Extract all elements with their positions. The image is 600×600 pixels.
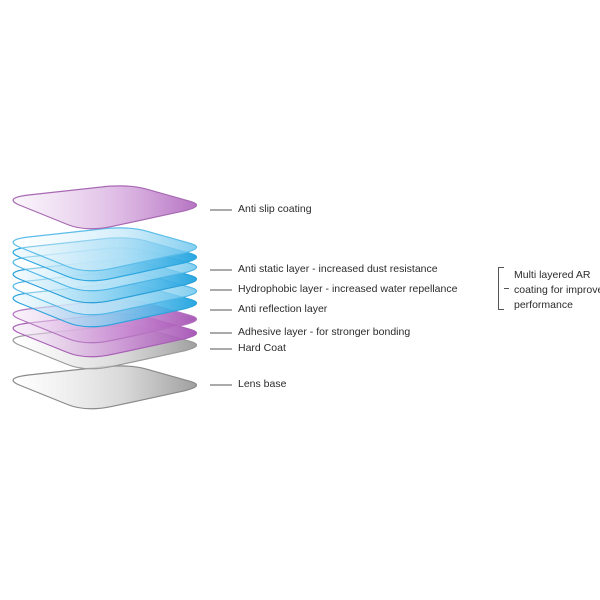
hard-coat-label: Hard Coat [238, 342, 286, 354]
group-label-line-3: performance [514, 299, 573, 311]
hydrophobic-layer-label: Hydrophobic layer - increased water repe… [238, 283, 458, 295]
group-bracket-tick [504, 288, 509, 289]
anti-static-layer-plate-upper [12, 227, 198, 272]
group-label-line-1: Multi layered AR [514, 269, 591, 281]
anti-static-layer-label: Anti static layer - increased dust resis… [238, 263, 438, 275]
anti-slip-coating-plate [12, 185, 198, 230]
lens-base-label: Lens base [238, 378, 287, 390]
anti-slip-coating-label: Anti slip coating [238, 203, 312, 215]
group-bracket [498, 267, 504, 310]
lens-base-plate [12, 365, 198, 410]
group-label-line-2: coating for improved [514, 284, 600, 296]
anti-reflection-layer-label: Anti reflection layer [238, 303, 328, 315]
multi-layer-group-label: Multi layered AR coating for improved pe… [514, 268, 600, 313]
adhesive-layer-label: Adhesive layer - for stronger bonding [238, 326, 411, 338]
